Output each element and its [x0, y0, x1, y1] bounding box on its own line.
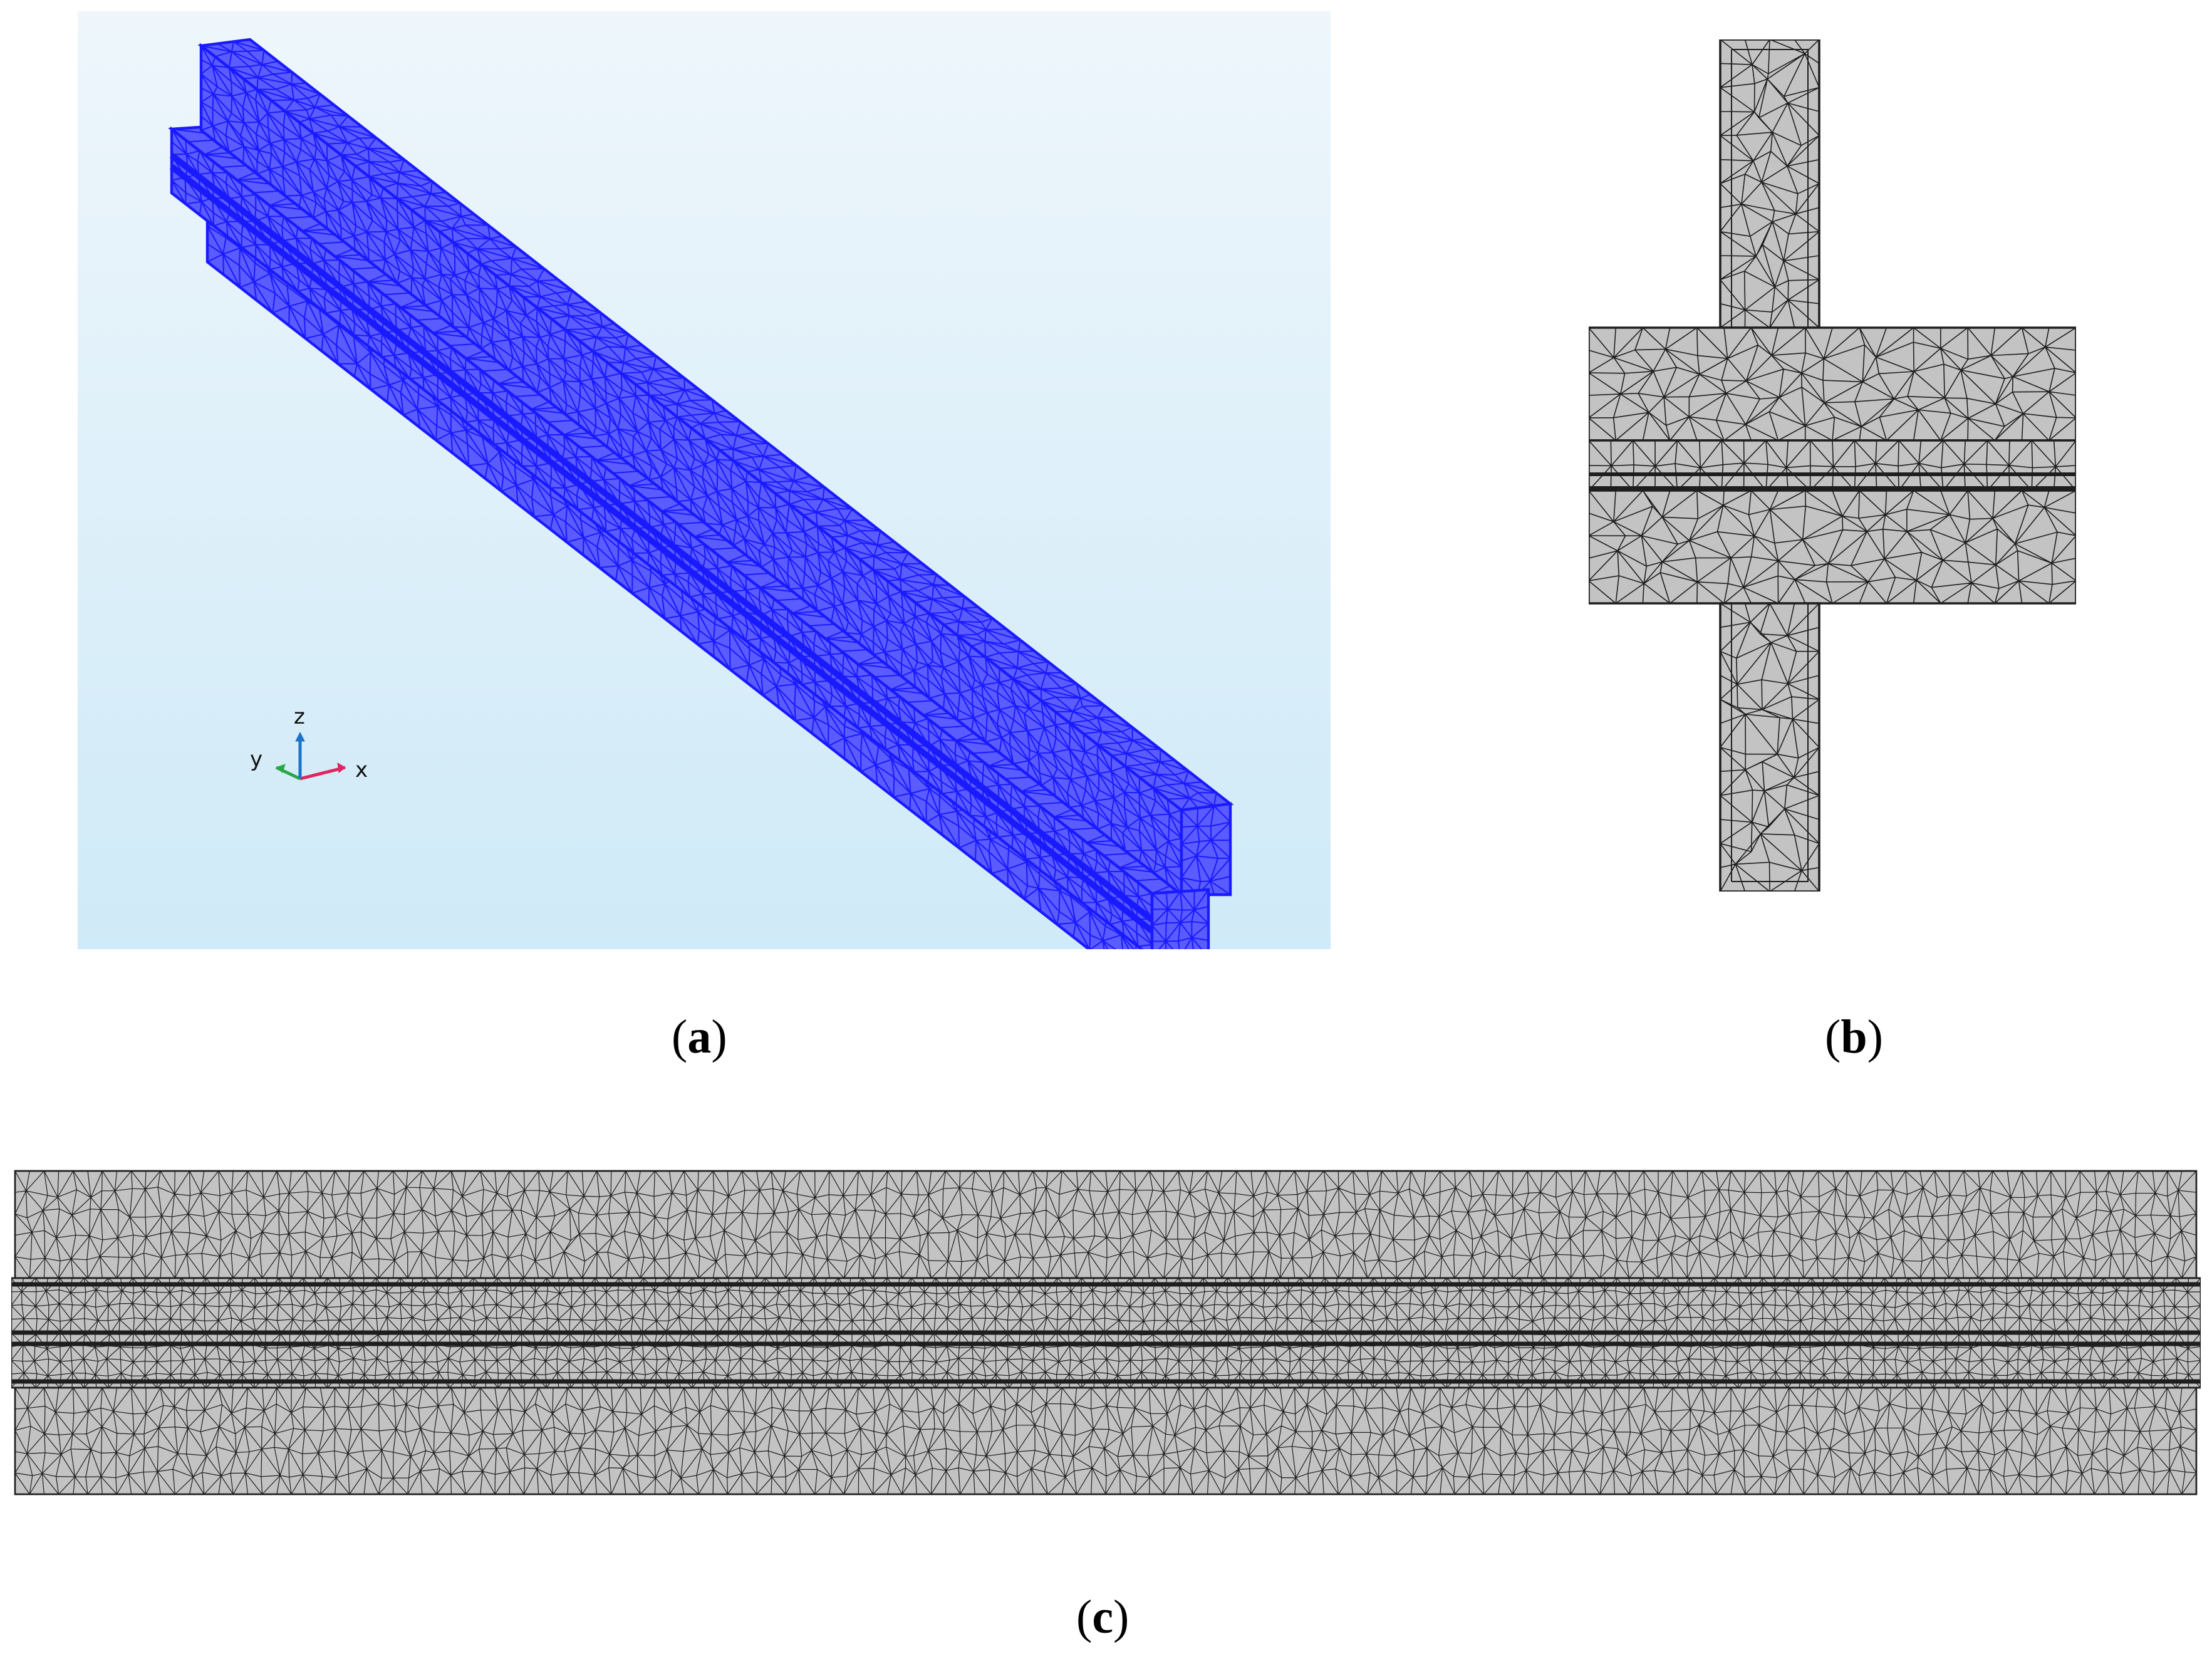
section-web-inner-frames	[1731, 49, 1809, 882]
cross-section-canvas	[1589, 39, 2076, 892]
caption-c: (c)	[1076, 1591, 1129, 1643]
side-lower-web-outline	[14, 1386, 2198, 1495]
z-axis-label: z	[294, 704, 305, 729]
side-view-mesh	[11, 1170, 2201, 1495]
section-joint-band-outline	[1589, 439, 2076, 492]
section-upper-web-lines	[1720, 39, 1820, 328]
side-flange-outline	[11, 1277, 2201, 1389]
section-joint-lines	[1589, 472, 2076, 490]
side-upper-web-fill	[15, 1171, 2196, 1278]
x-axis-arrow	[299, 766, 346, 781]
z-axis-arrowhead	[295, 731, 305, 742]
caption-b: (b)	[1825, 1011, 1883, 1063]
web-end-face-outline	[1180, 802, 1232, 897]
x-axis-arrowhead	[337, 762, 346, 773]
panel-b-cross-section-mesh	[1589, 39, 2076, 892]
flange-end-face-outline	[1150, 888, 1210, 949]
panel-c-side-view-mesh	[11, 1168, 2201, 1497]
y-axis-arrowhead	[275, 764, 286, 773]
section-flange-lower-outline	[1589, 489, 2076, 605]
side-lower-web-fill	[15, 1388, 2196, 1494]
section-flange-upper-outline	[1589, 326, 2076, 442]
panel-a-3d-mesh-view: x y z	[78, 11, 1331, 949]
axis-triad: x y z	[250, 704, 368, 783]
cross-section-mesh	[1589, 39, 2076, 892]
beam-3d-mesh	[168, 38, 1234, 949]
x-axis-label: x	[355, 757, 368, 783]
mesh-3d-canvas: x y z	[78, 11, 1331, 949]
section-lower-web-fill	[1720, 603, 1819, 892]
side-flange-joint-lines	[11, 1282, 2201, 1384]
side-view-canvas	[11, 1170, 2201, 1495]
section-flange-lower-fill	[1589, 491, 2076, 603]
flange-joint-band	[169, 153, 1155, 934]
section-flange-upper-fill	[1589, 328, 2076, 440]
y-axis-label: y	[250, 747, 262, 772]
section-lower-web-outline	[1719, 602, 1820, 892]
caption-a: (a)	[672, 1011, 727, 1063]
